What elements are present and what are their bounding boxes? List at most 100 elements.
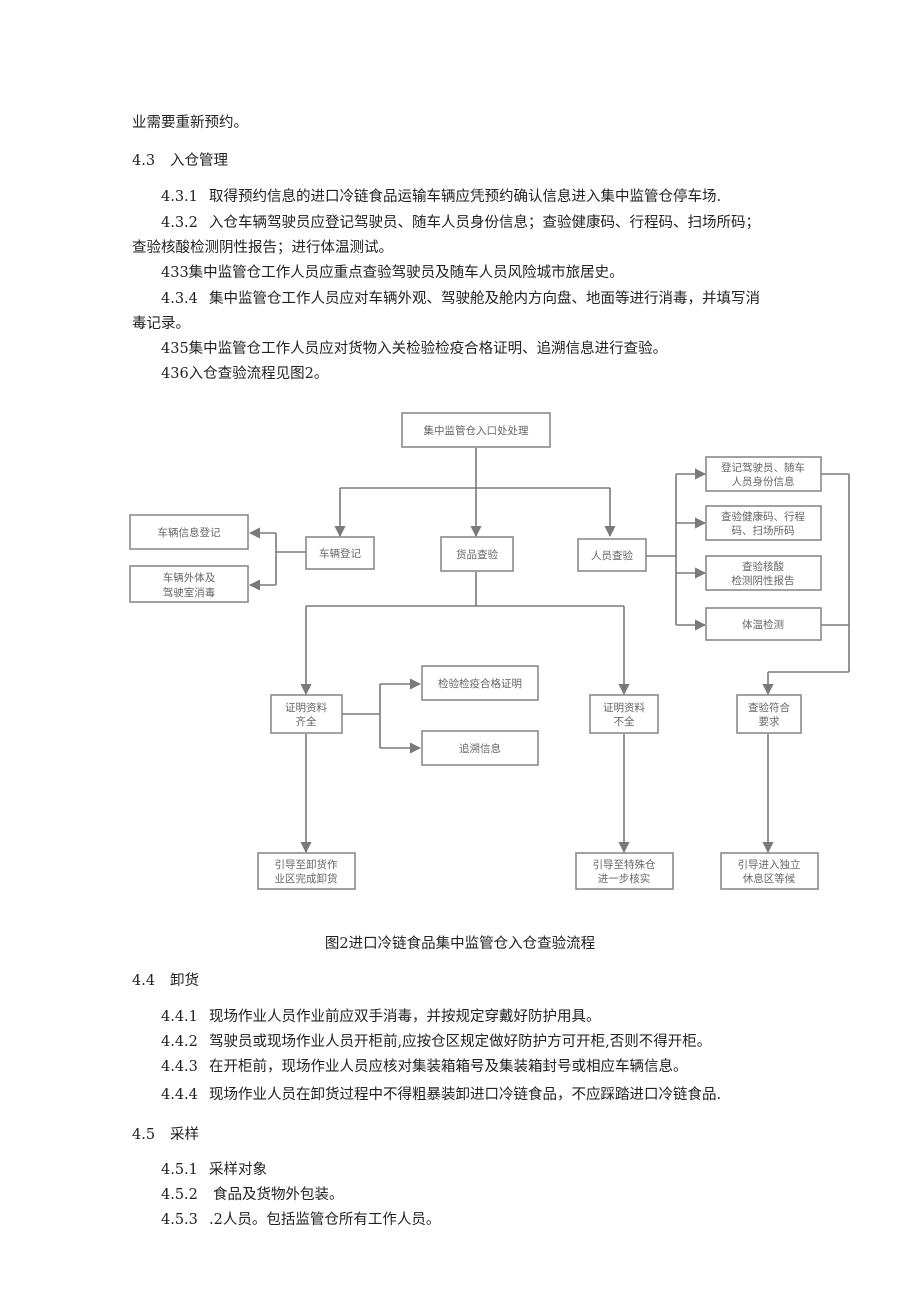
flow-box-guide-unload: 引导至卸货作 业区完成卸货 — [257, 852, 356, 890]
clause-text: 食品及货物外包装。 — [213, 1187, 344, 1203]
section-title: 卸货 — [170, 973, 199, 989]
box-label: 码、扫场所码 — [732, 524, 795, 537]
clause-number: 4.4.1 — [161, 1009, 198, 1025]
box-label: 检测阴性报告 — [732, 574, 795, 587]
paragraph-4-3-3: 433集中监管仓工作人员应重点查验驾驶员及随车人员风险城市旅居史。 — [161, 263, 624, 283]
box-label: 查验核酸 — [742, 560, 784, 573]
paragraph-4-4-4: 4.4.4 现场作业人员在卸货过程中不得粗暴装卸进口冷链食品，不应踩踏进口冷链食品… — [161, 1085, 721, 1105]
section-number: 4.5 — [132, 1127, 156, 1143]
flow-box-check-nucleic: 查验核酸 检测阴性报告 — [705, 555, 822, 591]
box-label: 证明资料 — [285, 701, 327, 714]
box-label: 不全 — [614, 715, 635, 728]
box-label: 人员查验 — [591, 549, 633, 562]
box-label: 检验检疫合格证明 — [438, 677, 522, 690]
clause-text: 取得预约信息的进口冷链食品运输车辆应凭预约确认信息进入集中监管仓停车场. — [209, 189, 722, 205]
flow-box-guide-rest: 引导进入独立 休息区等候 — [720, 852, 819, 890]
flow-box-check-ok: 查验符合 要求 — [736, 694, 802, 734]
box-label: 业区完成卸货 — [275, 872, 338, 885]
box-label: 引导进入独立 — [738, 858, 801, 871]
box-label: 齐全 — [296, 715, 317, 728]
clause-text: 在开柜前，现场作业人员应核对集装箱箱号及集装箱封号或相应车辆信息。 — [209, 1059, 688, 1075]
paragraph-4-5-2: 4.5.2 食品及货物外包装。 — [161, 1185, 344, 1205]
box-label: 追溯信息 — [459, 742, 501, 755]
flow-box-temperature: 体温检测 — [705, 607, 822, 641]
text-line: 业需要重新预约。 — [132, 113, 248, 133]
box-label: 集中监管仓入口处处理 — [424, 424, 529, 437]
clause-text: 现场作业人员作业前应双手消毒，并按规定穿戴好防护用具。 — [209, 1009, 601, 1025]
flow-box-person-check: 人员查验 — [577, 538, 647, 572]
box-label: 引导至卸货作 — [275, 858, 338, 871]
section-title: 入仓管理 — [170, 153, 228, 169]
section-heading-4-4: 4.4 卸货 — [132, 971, 199, 991]
box-label: 货品查验 — [456, 548, 498, 561]
box-label: 人员身份信息 — [732, 475, 795, 488]
flow-box-register-driver: 登记驾驶员、随车 人员身份信息 — [705, 456, 822, 492]
clause-text: .2人员。包括监管仓所有工作人员。 — [209, 1212, 441, 1228]
paragraph-text: 业需要重新预约。 — [132, 115, 248, 131]
clause-text: 现场作业人员在卸货过程中不得粗暴装卸进口冷链食品，不应踩踏进口冷链食品. — [209, 1087, 722, 1103]
box-label: 驾驶室消毒 — [163, 586, 216, 599]
box-label: 进一步核实 — [598, 872, 651, 885]
clause-text: 毒记录。 — [132, 316, 190, 332]
paragraph-4-3-2-continued: 查验核酸检测阴性报告；进行体温测试。 — [132, 238, 393, 258]
clause-number: 4.4.2 — [161, 1034, 198, 1050]
box-label: 车辆外体及 — [163, 571, 216, 584]
box-label: 体温检测 — [742, 618, 784, 631]
flow-box-docs-incomplete: 证明资料 不全 — [589, 694, 659, 734]
flow-box-check-codes: 查验健康码、行程 码、扫场所码 — [705, 505, 822, 541]
clause-text: 采样对象 — [209, 1162, 267, 1178]
clause-text: 查验核酸检测阴性报告；进行体温测试。 — [132, 240, 393, 256]
paragraph-4-5-3: 4.5.3 .2人员。包括监管仓所有工作人员。 — [161, 1210, 440, 1230]
flow-box-vehicle-reg: 车辆登记 — [305, 536, 375, 570]
clause-text: 436入仓查验流程见图2。 — [161, 366, 329, 382]
clause-number: 4.3.2 — [161, 215, 198, 231]
paragraph-4-3-2: 4.3.2 入仓车辆驾驶员应登记驾驶员、随车人员身份信息；查验健康码、行程码、扫场… — [161, 213, 760, 233]
box-label: 要求 — [759, 716, 780, 728]
box-label: 车辆登记 — [319, 547, 361, 560]
box-label: 休息区等候 — [743, 872, 796, 885]
figure-caption: 图2进口冷链食品集中监管仓入仓查验流程 — [324, 936, 596, 952]
clause-number: 4.4.3 — [161, 1059, 198, 1075]
box-label: 登记驾驶员、随车 — [721, 461, 805, 474]
clause-number: 4.3.1 — [161, 189, 198, 205]
flow-box-vehicle-disinfect: 车辆外体及 驾驶室消毒 — [129, 565, 249, 603]
flow-box-entry: 集中监管仓入口处处理 — [401, 412, 551, 448]
clause-number: 4.5.3 — [161, 1212, 198, 1228]
box-label: 查验健康码、行程 — [721, 510, 805, 523]
clause-text: 435集中监管仓工作人员应对货物入关检验检疫合格证明、追溯信息进行查验。 — [161, 341, 668, 357]
section-title: 采样 — [170, 1127, 199, 1143]
box-label: 引导至特殊仓 — [593, 858, 656, 871]
paragraph-4-3-4: 4.3.4 集中监管仓工作人员应对车辆外观、驾驶舱及舱内方向盘、地面等进行消毒，并… — [161, 289, 760, 309]
clause-number: 4.4.4 — [161, 1087, 198, 1103]
flow-box-vehicle-info: 车辆信息登记 — [129, 514, 249, 550]
paragraph-4-5-1: 4.5.1 采样对象 — [161, 1160, 267, 1180]
clause-text: 433集中监管仓工作人员应重点查验驾驶员及随车人员风险城市旅居史。 — [161, 265, 624, 281]
section-number: 4.3 — [132, 153, 156, 169]
box-label: 查验符合 — [748, 701, 790, 714]
clause-text: 入仓车辆驾驶员应登记驾驶员、随车人员身份信息；查验健康码、行程码、扫场所码； — [209, 215, 760, 231]
section-heading-4-3: 4.3 入仓管理 — [132, 151, 228, 171]
section-heading-4-5: 4.5 采样 — [132, 1125, 199, 1145]
paragraph-4-3-6: 436入仓查验流程见图2。 — [161, 364, 328, 384]
clause-number: 4.5.1 — [161, 1162, 198, 1178]
flow-box-goods-check: 货品查验 — [440, 536, 514, 572]
flow-box-trace-info: 追溯信息 — [421, 730, 539, 766]
paragraph-4-4-1: 4.4.1 现场作业人员作业前应双手消毒，并按规定穿戴好防护用具。 — [161, 1007, 601, 1027]
paragraph-4-3-4-continued: 毒记录。 — [132, 314, 190, 334]
section-number: 4.4 — [132, 973, 156, 989]
box-label: 车辆信息登记 — [158, 526, 221, 539]
flow-box-quarantine-cert: 检验检疫合格证明 — [421, 665, 539, 701]
paragraph-4-4-2: 4.4.2 驾驶员或现场作业人员开柜前,应按仓区规定做好防护方可开柜,否则不得开柜… — [161, 1032, 711, 1052]
clause-text: 驾驶员或现场作业人员开柜前,应按仓区规定做好防护方可开柜,否则不得开柜。 — [209, 1034, 712, 1050]
paragraph-4-3-5: 435集中监管仓工作人员应对货物入关检验检疫合格证明、追溯信息进行查验。 — [161, 339, 667, 359]
clause-number: 4.5.2 — [161, 1187, 198, 1203]
clause-text: 集中监管仓工作人员应对车辆外观、驾驶舱及舱内方向盘、地面等进行消毒，并填写消 — [209, 291, 760, 307]
box-label: 证明资料 — [603, 701, 645, 714]
flow-connectors — [248, 448, 850, 854]
flowchart: 集中监管仓入口处处理 车辆登记 货品查验 人员查验 车辆信息登记 车辆外体及 驾… — [129, 412, 850, 890]
flow-box-guide-special: 引导至特殊仓 进一步核实 — [575, 852, 674, 890]
clause-number: 4.3.4 — [161, 291, 198, 307]
paragraph-4-4-3: 4.4.3 在开柜前，现场作业人员应核对集装箱箱号及集装箱封号或相应车辆信息。 — [161, 1057, 688, 1077]
flow-box-docs-complete: 证明资料 齐全 — [270, 694, 343, 734]
paragraph-4-3-1: 4.3.1 取得预约信息的进口冷链食品运输车辆应凭预约确认信息进入集中监管仓停车场… — [161, 187, 721, 207]
